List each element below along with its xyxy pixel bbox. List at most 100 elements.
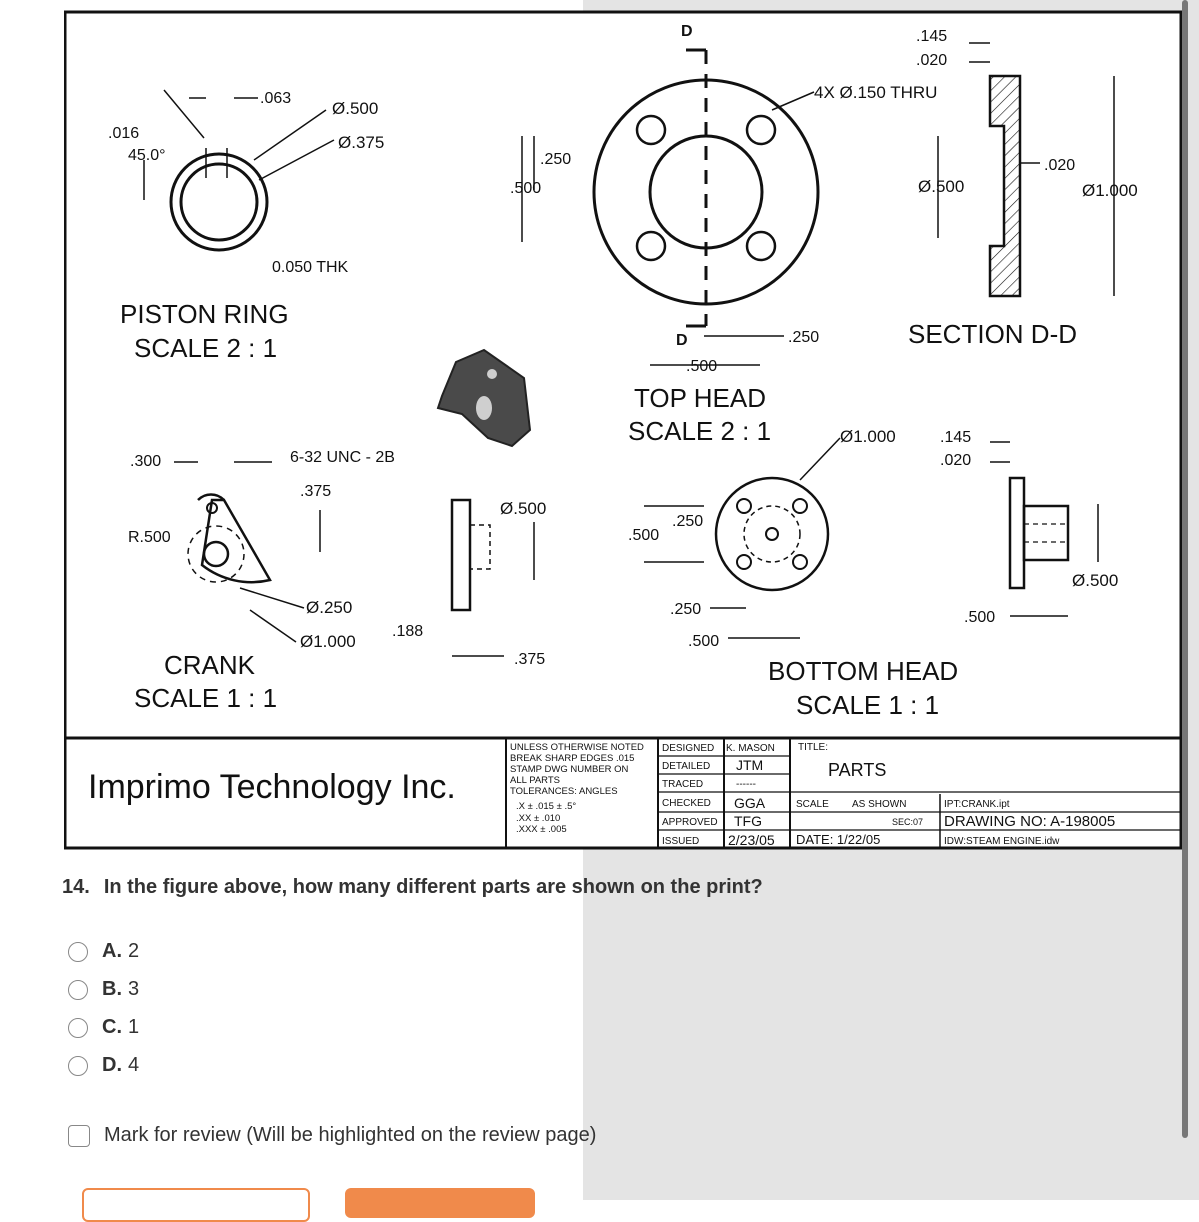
signoff-value: TFG [734, 813, 762, 829]
top-head-view: D D .250 .500 .250 .500 4X Ø.150 THRU TO… [510, 23, 937, 446]
bottom-head-dim-500b: .500 [688, 633, 719, 650]
crank-title: CRANK [164, 650, 256, 680]
engineering-drawing: .063 .016 45.0° Ø.500 Ø.375 0.050 THK PI… [64, 10, 1182, 850]
top-head-hole-3 [635, 230, 667, 262]
question-text: 14.In the figure above, how many differe… [62, 876, 763, 899]
note-line: UNLESS OTHERWISE NOTED [510, 742, 644, 753]
top-head-hole-2 [745, 114, 777, 146]
option-value: 3 [128, 978, 140, 1000]
previous-button[interactable] [82, 1188, 310, 1222]
note-line: ALL PARTS [510, 775, 560, 786]
option-b[interactable]: B. 3 [68, 978, 139, 1001]
bottom-head-outer [714, 476, 830, 592]
signoff-label: APPROVED [662, 817, 718, 828]
section-dd-view: .145 .020 .020 Ø.500 Ø1.000 SECTION D-D [908, 28, 1138, 349]
top-head-title: TOP HEAD [634, 383, 766, 413]
signoff-label: DESIGNED [662, 743, 714, 754]
piston-ring-inner [179, 162, 259, 242]
crank-dim-375: .375 [300, 483, 331, 500]
crank-3d-render [436, 348, 532, 448]
top-head-holes-note: 4X Ø.150 THRU [814, 83, 937, 102]
crank-dia-1000: Ø1.000 [300, 632, 356, 651]
option-a[interactable]: A. 2 [68, 940, 139, 963]
radio-icon[interactable] [68, 1017, 88, 1038]
title-label: TITLE: [798, 742, 828, 753]
mark-for-review-label: Mark for review (Will be highlighted on … [104, 1124, 597, 1146]
section-dia-1000: Ø1.000 [1082, 181, 1138, 200]
piston-ring-dia-500: Ø.500 [332, 99, 378, 118]
note-line: TOLERANCES: ANGLES [510, 786, 618, 797]
piston-ring-dim-063: .063 [260, 90, 291, 107]
piston-ring-scale: SCALE 2 : 1 [134, 333, 277, 363]
piston-ring-angle: 45.0° [128, 147, 166, 164]
ipt-file: IPT:CRANK.ipt [944, 799, 1010, 810]
top-head-dim-250b: .250 [788, 329, 819, 346]
crank-dia-500: Ø.500 [500, 499, 546, 518]
piston-ring-title: PISTON RING [120, 299, 289, 329]
section-profile [988, 74, 1022, 298]
section-dim-020b: .020 [1044, 157, 1075, 174]
note-line: .X ± .015 ± .5° [516, 801, 576, 812]
option-c[interactable]: C. 1 [68, 1016, 139, 1039]
option-letter: B. [102, 978, 122, 1000]
piston-ring-dim-016: .016 [108, 125, 139, 142]
scrollbar[interactable] [1182, 0, 1188, 1138]
bottom-head-dim-020: .020 [940, 452, 971, 469]
mark-for-review[interactable]: Mark for review (Will be highlighted on … [68, 1124, 596, 1147]
signoff-label: DETAILED [662, 761, 710, 772]
option-d[interactable]: D. 4 [68, 1054, 139, 1077]
bottom-head-view: Ø1.000 .250 .500 .250 .500 .145 .020 .50… [628, 427, 1118, 720]
bottom-head-dia-500: Ø.500 [1072, 571, 1118, 590]
next-button[interactable] [345, 1188, 535, 1218]
radio-icon[interactable] [68, 941, 88, 962]
idw-file: IDW:STEAM ENGINE.idw [944, 836, 1060, 847]
crank-dim-375b: .375 [514, 651, 545, 668]
crank-dim-188: .188 [392, 623, 423, 640]
option-letter: C. [102, 1016, 122, 1038]
radio-icon[interactable] [68, 979, 88, 1000]
section-dim-145: .145 [916, 28, 947, 45]
top-head-hole-4 [745, 230, 777, 262]
signoff-value: GGA [734, 795, 766, 811]
crank-radius-500: R.500 [128, 529, 171, 546]
crank-dia-250: Ø.250 [306, 598, 352, 617]
bottom-head-dia-1000: Ø1.000 [840, 427, 896, 446]
crank-view: .300 6-32 UNC - 2B .375 R.500 Ø.250 Ø1.0… [128, 449, 546, 713]
signoff-label: CHECKED [662, 798, 711, 809]
note-line: BREAK SHARP EDGES .015 [510, 753, 634, 764]
radio-icon[interactable] [68, 1055, 88, 1076]
section-dim-020a: .020 [916, 52, 947, 69]
piston-ring-outer [169, 152, 269, 252]
note-line: STAMP DWG NUMBER ON [510, 764, 629, 775]
top-head-dim-250: .250 [540, 151, 571, 168]
option-letter: A. [102, 940, 122, 962]
crank-dim-300: .300 [130, 453, 161, 470]
signoff-label: TRACED [662, 779, 703, 790]
checkbox-icon[interactable] [68, 1124, 90, 1147]
top-head-cut-label-bottom: D [676, 332, 688, 349]
crank-thread: 6-32 UNC - 2B [290, 449, 395, 466]
signoff-value: ------ [736, 779, 756, 790]
option-value: 2 [128, 940, 140, 962]
bottom-head-title: BOTTOM HEAD [768, 656, 958, 686]
signoff-value: K. MASON [726, 743, 775, 754]
bottom-head-dim-145: .145 [940, 429, 971, 446]
drawing-border [64, 10, 1182, 850]
crank-side-view [450, 498, 472, 612]
question-prompt: In the figure above, how many different … [103, 876, 763, 898]
sec-label: SEC:07 [892, 817, 923, 827]
note-line: .XX ± .010 [516, 813, 560, 824]
signoff-labels: DESIGNED DETAILED TRACED CHECKED APPROVE… [662, 743, 718, 847]
scale-label: SCALE [796, 799, 829, 810]
bottom-head-dim-500c: .500 [964, 609, 995, 626]
piston-ring-thickness: 0.050 THK [272, 259, 349, 276]
tolerance-notes: UNLESS OTHERWISE NOTED BREAK SHARP EDGES… [510, 742, 644, 835]
bottom-head-dim-250b: .250 [670, 601, 701, 618]
drawing-title: PARTS [828, 760, 886, 780]
top-head-dim-500b: .500 [686, 358, 717, 375]
drawing-svg: .063 .016 45.0° Ø.500 Ø.375 0.050 THK PI… [64, 10, 1182, 850]
signoff-value: 2/23/05 [728, 832, 775, 848]
option-value: 4 [128, 1054, 140, 1076]
top-head-scale: SCALE 2 : 1 [628, 416, 771, 446]
top-head-hole-1 [635, 114, 667, 146]
